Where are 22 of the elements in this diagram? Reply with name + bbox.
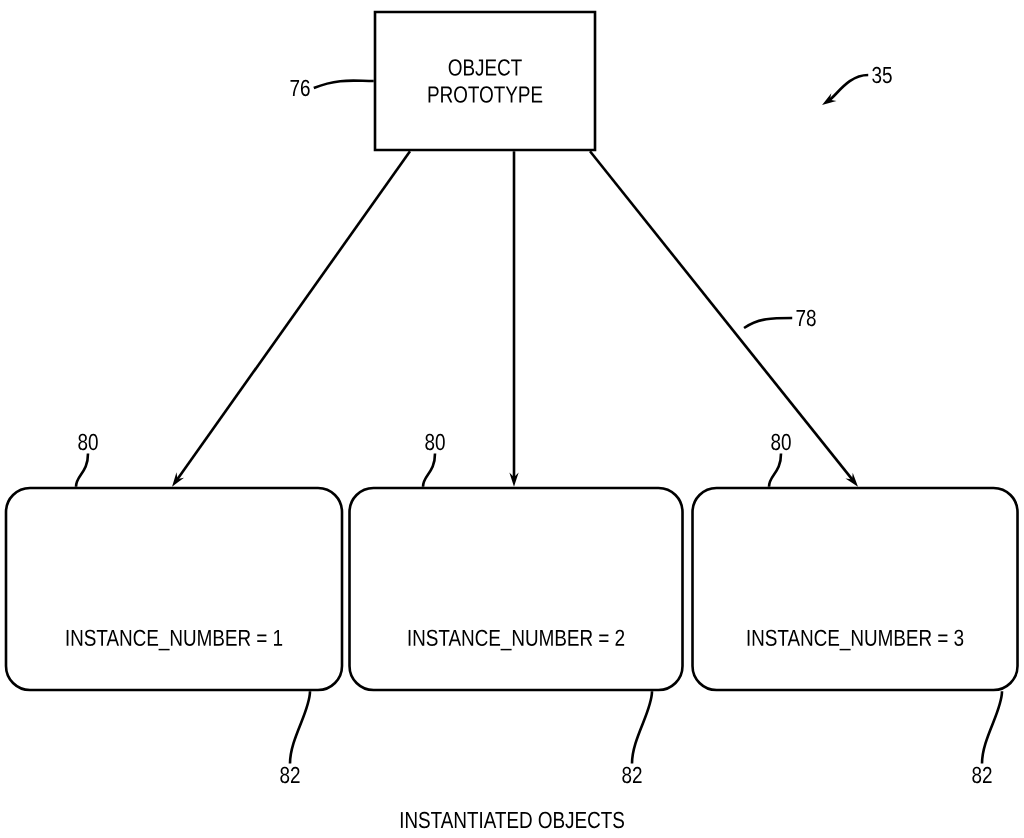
reference-numeral: 76 <box>290 79 310 97</box>
rounded-box: INSTANCE_NUMBER = 3 <box>691 486 1019 692</box>
process-box: OBJECT PROTOTYPE <box>373 10 597 152</box>
rounded-box: INSTANCE_NUMBER = 1 <box>4 486 344 692</box>
reference-numeral: 80 <box>78 433 98 451</box>
leader-line <box>421 453 437 487</box>
leader-line <box>767 453 783 487</box>
rounded-box: INSTANCE_NUMBER = 2 <box>348 486 684 692</box>
reference-numeral: 35 <box>872 66 892 84</box>
reference-numeral: 82 <box>972 766 992 784</box>
leader-line <box>288 691 312 764</box>
reference-numeral: 78 <box>796 309 816 327</box>
leader-line <box>313 79 374 90</box>
reference-numeral: 80 <box>425 433 445 451</box>
leader-line <box>980 691 1004 764</box>
reference-numeral: 82 <box>280 766 300 784</box>
caption: INSTANTIATED OBJECTS <box>400 811 624 829</box>
leader-line <box>74 453 90 487</box>
reference-numeral: 80 <box>771 433 791 451</box>
leader-line <box>630 691 654 764</box>
reference-numeral: 82 <box>622 766 642 784</box>
leader-line <box>743 316 793 330</box>
